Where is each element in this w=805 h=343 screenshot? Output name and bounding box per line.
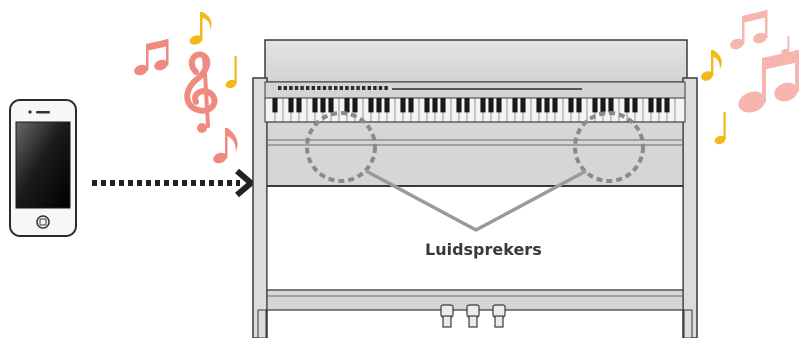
panel-button <box>322 86 327 90</box>
panel-button <box>350 86 355 90</box>
keyboard <box>272 98 676 122</box>
black-key <box>312 98 318 113</box>
panel-button <box>356 86 360 90</box>
black-key <box>288 98 294 113</box>
music-note-icon <box>189 12 212 45</box>
black-key <box>632 98 638 113</box>
black-key <box>656 98 662 113</box>
black-key <box>648 98 654 113</box>
panel-strip <box>392 88 582 90</box>
black-key <box>624 98 630 113</box>
black-key <box>592 98 598 113</box>
panel-button <box>311 86 315 90</box>
black-key <box>328 98 334 113</box>
black-key <box>272 98 278 113</box>
panel-button <box>294 86 299 90</box>
music-note-icon <box>213 128 238 164</box>
panel-button <box>283 86 287 90</box>
black-key <box>568 98 574 113</box>
black-key <box>512 98 518 113</box>
music-notes-left <box>134 12 238 164</box>
speaker-left <box>305 111 377 183</box>
panel-button <box>362 86 366 90</box>
black-key <box>344 98 350 113</box>
black-key <box>496 98 502 113</box>
black-key <box>544 98 550 113</box>
panel-button <box>367 86 371 90</box>
panel-button <box>345 86 349 90</box>
black-key <box>488 98 494 113</box>
black-key <box>536 98 542 113</box>
panel-button <box>317 86 321 90</box>
black-key <box>464 98 470 113</box>
music-note-icon <box>714 112 726 145</box>
pedals <box>440 304 506 328</box>
black-key <box>368 98 374 113</box>
black-key <box>352 98 358 113</box>
black-key <box>520 98 526 113</box>
music-note-icon <box>738 50 799 113</box>
panel-button <box>373 86 377 90</box>
black-key <box>480 98 486 113</box>
panel-button <box>384 86 388 90</box>
black-key <box>376 98 382 113</box>
panel-button <box>289 86 293 90</box>
black-key <box>600 98 606 113</box>
music-note-icon <box>730 10 768 50</box>
smartphone-icon <box>9 99 77 237</box>
speaker-right <box>573 111 645 183</box>
panel-button <box>328 86 332 90</box>
black-key <box>384 98 390 113</box>
black-key <box>576 98 582 113</box>
black-key <box>664 98 670 113</box>
music-note-icon <box>701 50 722 81</box>
control-panel <box>278 86 582 90</box>
panel-button <box>306 86 310 90</box>
speaker-pointer-lines <box>365 169 587 232</box>
panel-button <box>334 86 338 90</box>
speakers-label: Luidsprekers <box>425 240 542 259</box>
black-key <box>296 98 302 113</box>
black-key <box>440 98 446 113</box>
music-notes-right <box>701 10 799 145</box>
black-key <box>608 98 614 113</box>
piano-icon <box>252 39 698 339</box>
music-note-icon <box>225 56 237 89</box>
black-key <box>400 98 406 113</box>
black-key <box>408 98 414 113</box>
black-key <box>456 98 462 113</box>
panel-button <box>278 86 282 90</box>
panel-button <box>300 86 304 90</box>
black-key <box>552 98 558 113</box>
panel-button <box>339 86 343 90</box>
panel-button <box>378 86 383 90</box>
black-key <box>424 98 430 113</box>
music-note-icon <box>134 39 169 76</box>
black-key <box>432 98 438 113</box>
connection-arrow <box>92 168 256 198</box>
black-key <box>320 98 326 113</box>
treble-clef-icon <box>184 51 218 133</box>
